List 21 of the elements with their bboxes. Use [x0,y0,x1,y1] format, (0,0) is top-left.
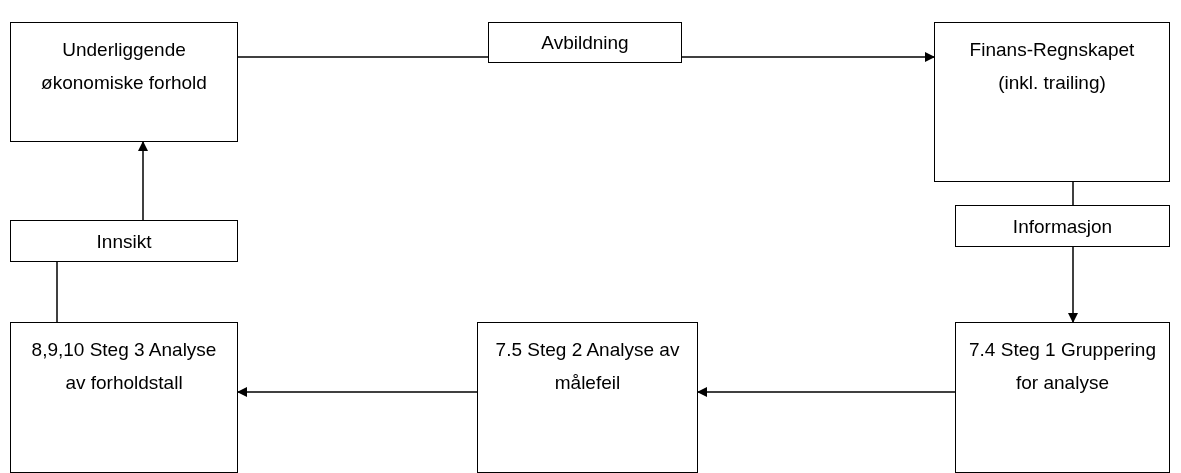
box-label: 7.4 Steg 1 Gruppering for analyse [968,338,1157,395]
box-label: Avbildning [541,31,629,55]
arrow [1068,246,1078,323]
box-label: Innsikt [96,229,152,254]
arrow [138,141,148,221]
box-label: Underliggende økonomiske forhold [40,38,208,95]
process-box [10,220,238,262]
process-box [477,322,698,473]
box-label: Informasjon [1012,214,1113,239]
process-box [955,205,1170,247]
process-box [488,22,682,63]
box-label: Finans-Regnskapet (inkl. trailing) [968,38,1136,95]
arrow [681,52,935,62]
arrow [697,387,956,397]
arrow [237,387,478,397]
process-box [955,322,1170,473]
process-box [934,22,1170,182]
process-box [10,322,238,473]
box-label: 8,9,10 Steg 3 Analyse av forholdstall [30,338,218,395]
box-label: 7.5 Steg 2 Analyse av målefeil [494,338,681,395]
process-box [10,22,238,142]
